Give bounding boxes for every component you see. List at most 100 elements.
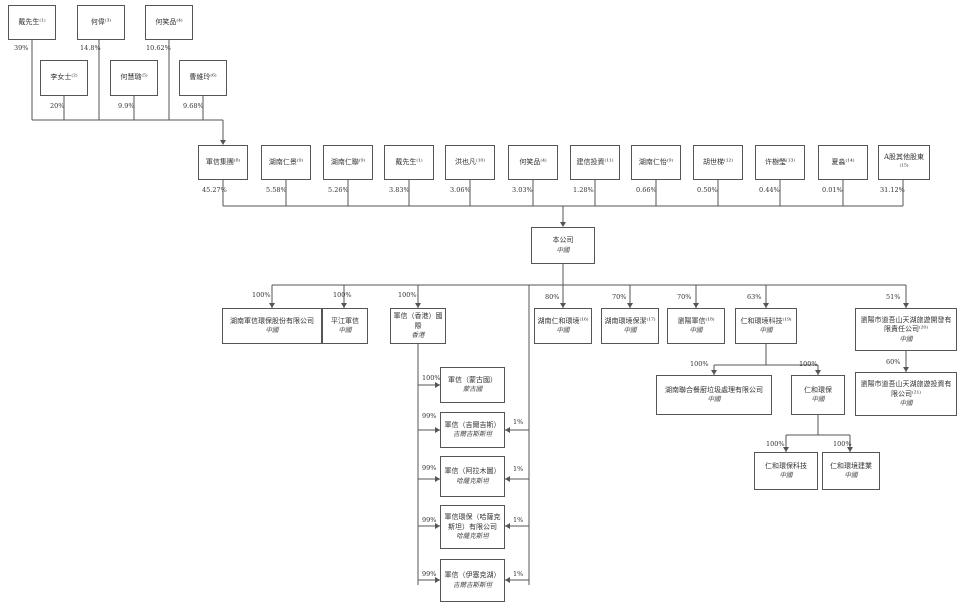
shareholder-pct: 3.03% bbox=[512, 186, 533, 194]
sub-name: 瀏陽軍信⁽¹⁸⁾ bbox=[677, 316, 715, 325]
daowu-sub-pct: 60% bbox=[886, 358, 901, 366]
hk-sub-box: 軍信（伊塞克湖） 吉爾吉斯斯坦 bbox=[440, 559, 505, 602]
second-owner-box-2: 何慧璐⁽⁵⁾ bbox=[110, 60, 158, 96]
owner-pct: 9.68% bbox=[183, 102, 204, 110]
shareholder-pct: 0.66% bbox=[636, 186, 657, 194]
shareholder-box: 湖南仁聯⁽⁹⁾ bbox=[323, 145, 373, 180]
hk-sub-pct-left: 99% bbox=[422, 412, 437, 420]
shareholder-box: 湖南仁景⁽⁹⁾ bbox=[261, 145, 311, 180]
sub-pct: 70% bbox=[612, 293, 627, 301]
owner-name: 李女士⁽²⁾ bbox=[50, 73, 78, 82]
hk-sub-location: 哈薩克斯坦 bbox=[456, 532, 489, 541]
renhe-env-sub-location: 中國 bbox=[844, 471, 858, 480]
daowu-sub-location: 中國 bbox=[899, 399, 913, 408]
renhe-sub-name: 湖南聯合餐廚垃圾處理有限公司 bbox=[665, 385, 763, 394]
hk-sub-location: 吉爾吉斯斯坦 bbox=[453, 580, 492, 589]
sub-location: 中國 bbox=[759, 326, 773, 335]
renhe-sub-box: 湖南聯合餐廚垃圾處理有限公司 中國 bbox=[656, 375, 772, 415]
owner-pct: 14.8% bbox=[80, 44, 101, 52]
shareholder-name: 戴先生⁽¹⁾ bbox=[395, 157, 423, 166]
shareholder-pct: 0.44% bbox=[759, 186, 780, 194]
renhe-env-sub-name: 仁和環境建業 bbox=[830, 461, 872, 470]
sub-pct: 100% bbox=[333, 291, 352, 299]
sub-location: 中國 bbox=[265, 326, 279, 335]
second-owner-box-1: 李女士⁽²⁾ bbox=[40, 60, 88, 96]
hk-sub-box: 軍信環保（哈薩克斯坦）有限公司 哈薩克斯坦 bbox=[440, 505, 505, 549]
sub-box: 仁和環境科技⁽¹⁹⁾ 中國 bbox=[735, 308, 797, 344]
owner-name: 何慧璐⁽⁵⁾ bbox=[120, 73, 148, 82]
shareholder-box: 夏淼⁽¹⁴⁾ bbox=[818, 145, 868, 180]
shareholder-name: 胡世梯⁽¹²⁾ bbox=[702, 157, 734, 166]
hk-sub-location: 哈薩克斯坦 bbox=[456, 476, 489, 485]
shareholder-pct: 45.27% bbox=[202, 186, 227, 194]
sub-name: 仁和環境科技⁽¹⁹⁾ bbox=[740, 316, 792, 325]
renhe-sub-pct: 100% bbox=[690, 360, 709, 368]
sub-name: 湖南仁和環境⁽¹⁶⁾ bbox=[537, 316, 589, 325]
hk-sub-location: 蒙古國 bbox=[462, 385, 483, 394]
shareholder-name: 湖南仁景⁽⁹⁾ bbox=[268, 157, 304, 166]
renhe-env-sub-pct: 100% bbox=[766, 440, 785, 448]
renhe-sub-name: 仁和環保 bbox=[804, 385, 832, 394]
renhe-env-sub-name: 仁和環保科技 bbox=[765, 461, 807, 470]
sub-name: 湖南環境保潔⁽¹⁷⁾ bbox=[604, 316, 656, 325]
shareholder-name: 许樹瑩⁽¹³⁾ bbox=[764, 157, 796, 166]
company-box: 本公司 中國 bbox=[531, 227, 595, 264]
hk-sub-box: 軍信（阿拉木圖） 哈薩克斯坦 bbox=[440, 456, 505, 497]
renhe-sub-location: 中國 bbox=[707, 395, 721, 404]
owner-name: 何偉⁽³⁾ bbox=[90, 17, 112, 26]
shareholder-pct: 5.26% bbox=[328, 186, 349, 194]
shareholder-pct: 1.28% bbox=[573, 186, 594, 194]
hk-sub-pct-right: 1% bbox=[513, 516, 524, 524]
owner-name: 何笑品⁽⁴⁾ bbox=[155, 17, 183, 26]
hk-sub-box: 軍信（吉爾吉斯） 吉爾吉斯斯坦 bbox=[440, 412, 505, 448]
second-owner-box-3: 曹維玲⁽⁶⁾ bbox=[179, 60, 227, 96]
shareholder-pct: 5.58% bbox=[266, 186, 287, 194]
sub-box: 瀏陽軍信⁽¹⁸⁾ 中國 bbox=[667, 308, 725, 344]
shareholder-box: A股其他股東⁽¹⁵⁾ bbox=[878, 145, 930, 180]
renhe-env-sub-box: 仁和環保科技 中國 bbox=[754, 452, 818, 490]
hk-sub-location: 吉爾吉斯斯坦 bbox=[453, 430, 492, 439]
daowu-sub-box: 瀏陽市道吾山天湖旅遊投資有限公司⁽²¹⁾ 中國 bbox=[855, 372, 957, 416]
sub-pct: 100% bbox=[252, 291, 271, 299]
sub-box: 湖南環境保潔⁽¹⁷⁾ 中國 bbox=[601, 308, 659, 344]
hk-sub-name: 軍信（蒙古國） bbox=[448, 375, 497, 384]
owner-name: 戴先生⁽¹⁾ bbox=[18, 17, 46, 26]
shareholder-name: 建信投資⁽¹¹⁾ bbox=[576, 157, 614, 166]
hk-sub-pct-right: 1% bbox=[513, 570, 524, 578]
owner-box-3: 何笑品⁽⁴⁾ bbox=[145, 5, 193, 40]
owner-box-2: 何偉⁽³⁾ bbox=[77, 5, 125, 40]
sub-pct: 70% bbox=[677, 293, 692, 301]
renhe-env-sub-box: 仁和環境建業 中國 bbox=[822, 452, 880, 490]
owner-pct: 9.9% bbox=[118, 102, 135, 110]
shareholder-box: 軍信集團⁽⁸⁾ bbox=[198, 145, 248, 180]
sub-box: 湖南軍信環保股份有限公司 中國 bbox=[222, 308, 322, 344]
sub-location: 中國 bbox=[899, 334, 913, 343]
owner-pct: 10.62% bbox=[146, 44, 171, 52]
sub-box: 瀏陽市道吾山天湖旅遊開發有限責任公司⁽²⁰⁾ 中國 bbox=[855, 308, 957, 351]
owner-name: 曹維玲⁽⁶⁾ bbox=[189, 73, 217, 82]
sub-location: 中國 bbox=[689, 326, 703, 335]
renhe-sub-pct: 100% bbox=[799, 360, 818, 368]
hk-sub-pct-left: 99% bbox=[422, 516, 437, 524]
owner-pct: 20% bbox=[50, 102, 65, 110]
sub-location: 中國 bbox=[338, 326, 352, 335]
sub-pct: 80% bbox=[545, 293, 560, 301]
hk-sub-name: 軍信環保（哈薩克斯坦）有限公司 bbox=[444, 513, 501, 531]
sub-location: 中國 bbox=[556, 326, 570, 335]
hk-sub-pct-left: 99% bbox=[422, 570, 437, 578]
sub-name: 軍信（香港）國際 bbox=[393, 312, 443, 330]
shareholder-pct: 0.50% bbox=[697, 186, 718, 194]
daowu-sub-name: 瀏陽市道吾山天湖旅遊投資有限公司⁽²¹⁾ bbox=[860, 380, 952, 398]
hk-sub-name: 軍信（伊塞克湖） bbox=[444, 571, 501, 580]
shareholder-box: 何笑品⁽⁴⁾ bbox=[508, 145, 558, 180]
sub-box: 湖南仁和環境⁽¹⁶⁾ 中國 bbox=[534, 308, 592, 344]
shareholder-box: 戴先生⁽¹⁾ bbox=[384, 145, 434, 180]
owner-pct: 39% bbox=[14, 44, 29, 52]
shareholder-box: 建信投資⁽¹¹⁾ bbox=[570, 145, 620, 180]
shareholder-name: 夏淼⁽¹⁴⁾ bbox=[831, 157, 855, 166]
sub-name: 瀏陽市道吾山天湖旅遊開發有限責任公司⁽²⁰⁾ bbox=[860, 315, 952, 334]
shareholder-name: A股其他股東⁽¹⁵⁾ bbox=[883, 153, 925, 171]
sub-location: 香港 bbox=[411, 331, 425, 340]
renhe-env-sub-location: 中國 bbox=[779, 471, 793, 480]
shareholder-name: 何笑品⁽⁴⁾ bbox=[519, 157, 547, 166]
